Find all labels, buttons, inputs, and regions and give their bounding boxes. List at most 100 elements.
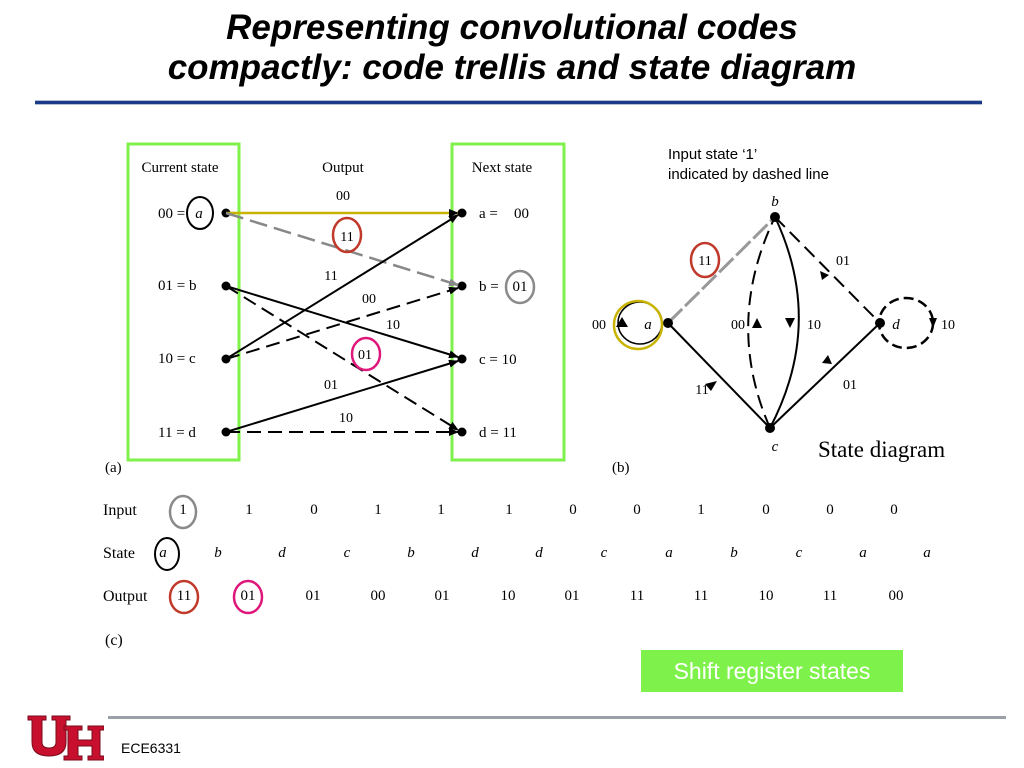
edge-c-d: [769, 322, 881, 429]
caption-c: (c): [105, 632, 123, 649]
trellis-nodes: [221, 208, 467, 437]
state-cell: c: [343, 545, 351, 561]
dashed-line-note: Input state ‘1’ indicated by dashed line: [668, 145, 908, 185]
node-d-label: d: [892, 317, 900, 333]
current-state-a-letter: a: [195, 206, 203, 222]
edge-label-d-c: 01: [843, 378, 857, 393]
caption-b: (b): [612, 460, 630, 476]
arrow-b-d: [820, 271, 829, 280]
circle-node-a: [612, 299, 664, 351]
output-label-c-b: 00: [362, 292, 376, 307]
state-cell: d: [535, 545, 543, 561]
row-label-state: State: [103, 545, 135, 562]
next-state-b-prefix: b =: [479, 279, 499, 295]
self-loop-d: [877, 296, 935, 350]
header-output: Output: [322, 160, 365, 176]
uh-logo-icon: [27, 715, 104, 761]
edge-label-a-b: 11: [698, 254, 711, 269]
input-cell: 1: [505, 502, 513, 518]
edge-a-b: [666, 215, 777, 325]
footer-divider: [108, 716, 1006, 719]
edge-label-d-loop: 10: [941, 318, 955, 333]
state-cell: a: [859, 545, 867, 561]
input-cell: 1: [697, 502, 705, 518]
input-cell: 0: [890, 502, 898, 518]
state-diagram-label: State diagram: [818, 437, 946, 462]
output-cell: 01: [240, 588, 256, 604]
course-code: ECE6331: [121, 740, 181, 756]
header-next-state: Next state: [472, 160, 533, 176]
circle-seq-state-a: [154, 537, 180, 571]
edge-b-d: [774, 216, 881, 324]
state-cell: a: [923, 545, 931, 561]
circle-next-b: [504, 269, 536, 305]
title-divider: [35, 100, 982, 105]
next-state-a-prefix: a =: [479, 206, 498, 222]
circle-edge-11: [689, 241, 721, 279]
circle-seq-input-1: [168, 494, 198, 530]
state-diagram: a b c d 00 11 01 00 10 10 11 01: [592, 194, 955, 455]
slide-title-line-2: compactly: code trellis and state diagra…: [167, 48, 857, 87]
circle-output-11: [331, 216, 363, 254]
edge-c-b: [747, 216, 776, 429]
output-cell: 11: [693, 588, 709, 604]
edge-label-b-c: 10: [807, 318, 821, 333]
edge-a-c: [667, 322, 771, 429]
transition-d-to-c: [225, 359, 459, 433]
input-cell: 1: [374, 502, 382, 518]
next-state-highlight-box: [450, 142, 566, 462]
circle-output-01: [350, 336, 382, 372]
transition-c-to-b: [225, 286, 459, 360]
output-cell: 10: [500, 588, 516, 604]
output-cell: 11: [822, 588, 838, 604]
edge-label-c-a: 11: [695, 383, 708, 398]
output-label-c-a: 11: [324, 269, 337, 284]
input-cell: 1: [179, 502, 187, 518]
state-cell: a: [159, 545, 167, 561]
state-cell: c: [795, 545, 803, 561]
arrow-c-b: [752, 318, 762, 328]
output-cell: 01: [434, 588, 450, 604]
output-cell: 11: [629, 588, 645, 604]
current-state-d: 11 = d: [158, 425, 196, 441]
current-state-b: 01 = b: [158, 278, 196, 294]
arrow-d-loop: [929, 318, 937, 328]
state-cell: a: [665, 545, 673, 561]
input-cell: 0: [310, 502, 318, 518]
transition-b-to-c: [225, 285, 459, 359]
circle-current-a: [186, 196, 214, 230]
edge-b-c: [769, 216, 800, 429]
current-state-c: 10 = c: [158, 351, 196, 367]
state-cell: b: [730, 545, 738, 561]
transition-a-to-b: [225, 211, 459, 287]
circle-seq-output-11: [168, 579, 200, 615]
current-state-a-prefix: 00 =: [158, 206, 185, 222]
output-label-b-d: 01: [358, 348, 372, 363]
note-line-1: Input state ‘1’: [668, 146, 758, 163]
state-cell: b: [214, 545, 222, 561]
shift-register-states-box: Shift register states: [641, 650, 903, 692]
edge-label-b-d: 01: [836, 254, 850, 269]
input-cell: 0: [633, 502, 641, 518]
output-label-d-c: 01: [324, 378, 338, 393]
output-label-a-a: 00: [336, 189, 350, 204]
next-state-b-value: 01: [513, 279, 528, 295]
output-cell: 01: [564, 588, 580, 604]
transition-c-to-a: [225, 214, 459, 360]
state-cell: c: [600, 545, 608, 561]
state-cell: d: [278, 545, 286, 561]
circle-seq-output-01: [232, 579, 264, 615]
output-label-a-b: 11: [340, 230, 353, 245]
arrow-d-c: [822, 355, 832, 364]
arrow-b-c: [785, 318, 795, 328]
note-line-2: indicated by dashed line: [668, 166, 829, 183]
current-state-highlight-box: [126, 142, 241, 462]
node-b-label: b: [771, 194, 779, 210]
input-cell: 0: [762, 502, 770, 518]
next-state-a-value: 00: [514, 206, 529, 222]
output-cell: 00: [370, 588, 386, 604]
header-current-state: Current state: [141, 160, 218, 176]
node-a-label: a: [644, 317, 652, 333]
next-state-d: d = 11: [479, 425, 517, 441]
